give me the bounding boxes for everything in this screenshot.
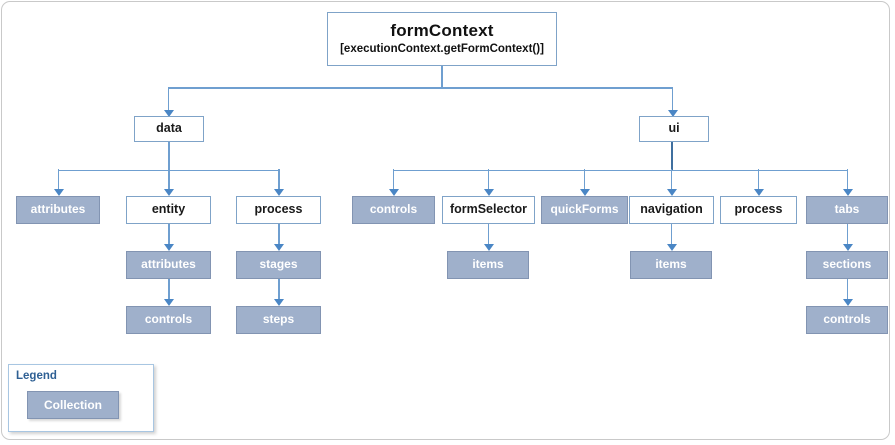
node-navigation[interactable]: navigation	[629, 196, 714, 224]
node-process-stages-label: stages	[259, 257, 298, 272]
node-ui-process[interactable]: process	[720, 196, 797, 224]
node-data-label: data	[156, 121, 182, 136]
node-ui-label: ui	[668, 121, 680, 136]
legend-collection-label: Collection	[43, 398, 102, 412]
node-formContext[interactable]: formContext [executionContext.getFormCon…	[327, 12, 557, 66]
node-data-process[interactable]: process	[236, 196, 321, 224]
connector-ui-to-quickForms	[583, 169, 586, 191]
node-tabs-sections[interactable]: sections	[806, 251, 888, 279]
node-data[interactable]: data	[134, 116, 204, 142]
connector-root-to-data	[167, 87, 170, 111]
connector-data-to-entity	[168, 169, 170, 191]
connector-ui-to-controls	[392, 169, 395, 191]
arrowhead-data	[163, 110, 174, 117]
arrowhead-data-process	[274, 189, 284, 196]
arrowhead-ui-tabs	[842, 189, 853, 196]
node-tabs[interactable]: tabs	[806, 196, 888, 224]
connector-navigation-to-items	[670, 224, 673, 246]
node-entity-attributes-label: attributes	[141, 257, 196, 272]
node-entity[interactable]: entity	[126, 196, 211, 224]
arrowhead-entityattributes-controls	[164, 299, 174, 306]
node-formSelector-items[interactable]: items	[447, 251, 529, 279]
node-entity-label: entity	[151, 202, 186, 217]
connector-ui-to-tabs	[846, 169, 849, 191]
node-quickForms[interactable]: quickForms	[541, 196, 628, 224]
legend-title: Legend	[16, 370, 57, 382]
node-tabs-controls-label: controls	[823, 312, 871, 327]
connector-dataprocess-to-stages	[278, 224, 280, 246]
node-data-attributes-label: attributes	[30, 202, 86, 217]
connector-ui-to-navigation	[670, 169, 673, 191]
legend-collection-swatch: Collection	[27, 391, 119, 419]
arrowhead-formSelector-items	[483, 244, 494, 251]
arrowhead-ui	[667, 110, 678, 117]
connector-entityattributes-to-controls	[168, 279, 170, 301]
node-ui[interactable]: ui	[639, 116, 709, 142]
connector-root-stem	[441, 66, 443, 88]
node-entity-controls-label: controls	[144, 312, 193, 327]
connector-data-stem	[168, 142, 170, 171]
arrowhead-stages-steps	[274, 299, 284, 306]
connector-sections-to-controls	[846, 279, 849, 301]
connector-entity-to-attributes	[168, 224, 170, 246]
legend-box: Legend Collection	[8, 364, 154, 432]
node-formSelector[interactable]: formSelector	[442, 196, 535, 224]
node-quickForms-label: quickForms	[550, 202, 619, 217]
arrowhead-sections-controls	[842, 299, 853, 306]
node-process-steps[interactable]: steps	[236, 306, 321, 334]
connector-data-to-attributes	[57, 169, 60, 191]
node-formSelector-label: formSelector	[449, 202, 528, 217]
connector-ui-to-formSelector	[487, 169, 490, 191]
arrowhead-ui-quickForms	[579, 189, 590, 196]
node-navigation-items-label: items	[655, 257, 687, 272]
node-tabs-sections-label: sections	[822, 257, 872, 272]
node-ui-controls-label: controls	[369, 202, 418, 217]
connector-root-to-ui	[671, 87, 674, 111]
node-formSelector-items-label: items	[472, 257, 504, 272]
arrowhead-data-entity	[164, 189, 174, 196]
node-entity-attributes[interactable]: attributes	[126, 251, 211, 279]
arrowhead-entity-attributes	[164, 244, 174, 251]
arrowhead-tabs-sections	[842, 244, 853, 251]
node-data-process-label: process	[254, 202, 303, 217]
connector-formSelector-to-items	[487, 224, 490, 246]
connector-stages-to-steps	[278, 279, 280, 301]
node-entity-controls[interactable]: controls	[126, 306, 211, 334]
node-ui-controls[interactable]: controls	[352, 196, 435, 224]
arrowhead-dataprocess-stages	[274, 244, 284, 251]
node-navigation-items[interactable]: items	[630, 251, 712, 279]
arrowhead-ui-process	[753, 189, 764, 196]
connector-ui-stem	[670, 142, 674, 171]
connector-ui-bus	[393, 169, 848, 172]
node-formContext-title: formContext	[390, 21, 494, 41]
arrowhead-ui-formSelector	[483, 189, 494, 196]
node-formContext-subtitle: [executionContext.getFormContext()]	[340, 43, 544, 56]
connector-ui-to-process	[757, 169, 760, 191]
connector-tabs-to-sections	[846, 224, 849, 246]
node-tabs-controls[interactable]: controls	[806, 306, 888, 334]
arrowhead-navigation-items	[666, 244, 677, 251]
arrowhead-ui-controls	[388, 189, 399, 196]
connector-data-to-process	[278, 169, 280, 191]
arrowhead-ui-navigation	[666, 189, 677, 196]
node-process-steps-label: steps	[262, 312, 295, 327]
arrowhead-data-attributes	[53, 189, 64, 196]
node-ui-process-label: process	[734, 202, 783, 217]
node-tabs-label: tabs	[834, 202, 860, 217]
node-process-stages[interactable]: stages	[236, 251, 321, 279]
node-navigation-label: navigation	[640, 202, 703, 217]
node-data-attributes[interactable]: attributes	[16, 196, 100, 224]
connector-root-bus	[168, 87, 673, 89]
